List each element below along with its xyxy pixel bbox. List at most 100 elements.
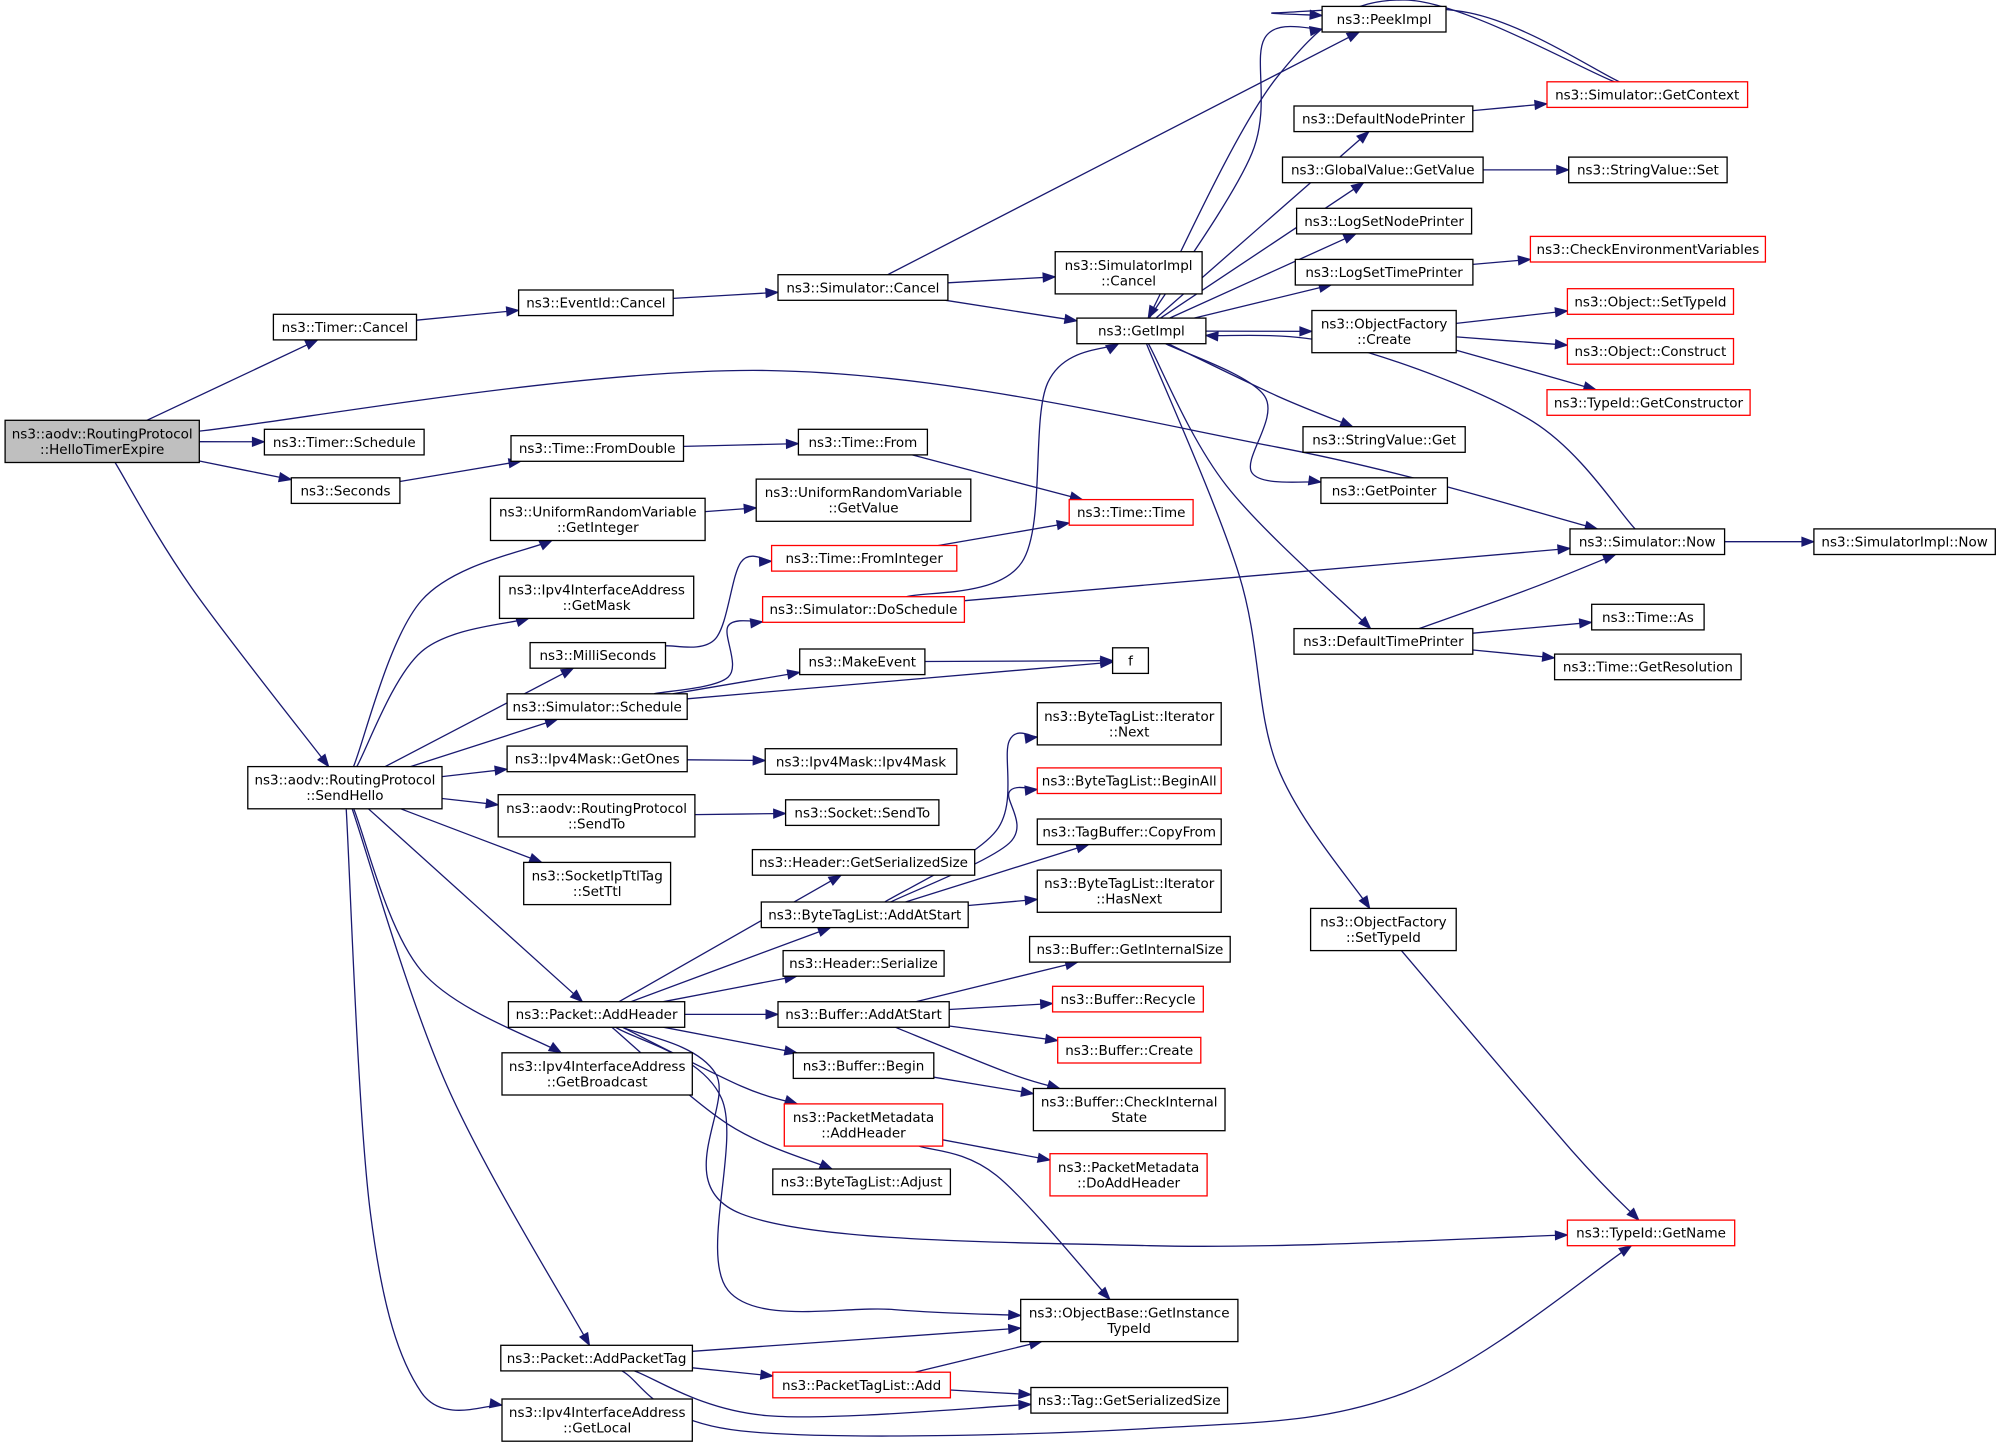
node-ipv4ia-getbroadcast[interactable]: ns3::Ipv4InterfaceAddress::GetBroadcast xyxy=(501,1052,693,1096)
node-box xyxy=(263,428,425,456)
call-edge-sendhello-to-ipv4ia_getmask xyxy=(356,617,529,767)
node-defaulttimeprinter[interactable]: ns3::DefaultTimePrinter xyxy=(1293,627,1474,655)
node-box xyxy=(1036,702,1222,746)
node-packet-addpackettag[interactable]: ns3::Packet::AddPacketTag xyxy=(500,1344,694,1372)
node-buffer-begin[interactable]: ns3::Buffer::Begin xyxy=(792,1052,935,1080)
node-label: ns3::Socket::SendTo xyxy=(794,805,930,821)
node-objfactory-create[interactable]: ns3::ObjectFactory::Create xyxy=(1311,309,1457,354)
arrowhead xyxy=(759,1369,775,1380)
node-sim-cancel[interactable]: ns3::Simulator::Cancel xyxy=(777,274,949,301)
node-eventid-cancel[interactable]: ns3::EventId::Cancel xyxy=(517,289,674,317)
node-urv-getinteger[interactable]: ns3::UniformRandomVariable::GetInteger xyxy=(489,497,706,542)
node-box xyxy=(782,949,945,977)
node-object-construct[interactable]: ns3::Object::Construct xyxy=(1566,337,1735,365)
node-btl-addatstart[interactable]: ns3::ByteTagList::AddAtStart xyxy=(760,901,969,929)
node-time-from[interactable]: ns3::Time::From xyxy=(797,428,929,456)
node-getpointer[interactable]: ns3::GetPointer xyxy=(1320,477,1449,505)
node-seconds[interactable]: ns3::Seconds xyxy=(290,477,401,505)
node-buffer-addatstart[interactable]: ns3::Buffer::AddAtStart xyxy=(777,1001,950,1028)
node-timer-schedule[interactable]: ns3::Timer::Schedule xyxy=(263,428,425,456)
node-simimpl-cancel[interactable]: ns3::SimulatorImpl::Cancel xyxy=(1054,251,1203,295)
call-edge-root-to-timer_cancel xyxy=(146,339,319,421)
node-label: ns3::Simulator::GetContext xyxy=(1555,87,1739,103)
node-ipv4mask-getones[interactable]: ns3::Ipv4Mask::GetOnes xyxy=(506,745,688,773)
call-edge-buffer_begin-to-buffer_checkinternalstate xyxy=(933,1076,1034,1095)
node-sendhello[interactable]: ns3::aodv::RoutingProtocol::SendHello xyxy=(247,765,443,810)
node-time-fromdouble[interactable]: ns3::Time::FromDouble xyxy=(510,435,685,462)
node-ptl-add[interactable]: ns3::PacketTagList::Add xyxy=(772,1371,952,1399)
node-buffer-getinternalsize[interactable]: ns3::Buffer::GetInternalSize xyxy=(1028,935,1231,963)
node-packet-addheader[interactable]: ns3::Packet::AddHeader xyxy=(507,1001,686,1028)
node-box xyxy=(501,1398,693,1442)
node-buffer-recycle[interactable]: ns3::Buffer::Recycle xyxy=(1051,985,1204,1013)
node-peekimpl[interactable]: ns3::PeekImpl xyxy=(1321,5,1447,33)
node-typeid-getconstructor[interactable]: ns3::TypeId::GetConstructor xyxy=(1546,389,1751,416)
arrowhead xyxy=(1801,536,1816,547)
node-btl-adjust[interactable]: ns3::ByteTagList::Adjust xyxy=(772,1168,952,1196)
node-stringvalue-get[interactable]: ns3::StringValue::Get xyxy=(1302,426,1466,453)
node-btl-beginall[interactable]: ns3::ByteTagList::BeginAll xyxy=(1036,767,1222,795)
node-box xyxy=(1546,389,1751,416)
call-edge-seconds-to-time_fromdouble xyxy=(399,460,522,483)
node-timer-cancel[interactable]: ns3::Timer::Cancel xyxy=(272,313,418,341)
node-label: ns3::Buffer::GetInternalSize xyxy=(1036,942,1223,958)
node-aodv-sendto[interactable]: ns3::aodv::RoutingProtocol::SendTo xyxy=(497,794,696,838)
node-sockipttl-setttl[interactable]: ns3::SocketIpTtlTag::SetTtl xyxy=(523,861,672,906)
node-box xyxy=(1028,935,1231,963)
node-time-as[interactable]: ns3::Time::As xyxy=(1591,603,1705,631)
node-milliseconds[interactable]: ns3::MilliSeconds xyxy=(529,641,667,669)
node-header-serialize[interactable]: ns3::Header::Serialize xyxy=(782,949,945,977)
node-pm-addheader[interactable]: ns3::PacketMetadata::AddHeader xyxy=(783,1103,944,1147)
node-time-frominteger[interactable]: ns3::Time::FromInteger xyxy=(770,544,958,572)
node-label: ns3::PeekImpl xyxy=(1337,12,1432,28)
node-object-settypeid[interactable]: ns3::Object::SetTypeId xyxy=(1566,288,1735,315)
node-btli-next[interactable]: ns3::ByteTagList::Iterator::Next xyxy=(1036,702,1222,746)
node-tag-getserializedsize[interactable]: ns3::Tag::GetSerializedSize xyxy=(1030,1386,1229,1414)
node-sim-now[interactable]: ns3::Simulator::Now xyxy=(1569,528,1726,556)
node-typeid-getname[interactable]: ns3::TypeId::GetName xyxy=(1566,1219,1736,1247)
node-buffer-create[interactable]: ns3::Buffer::Create xyxy=(1057,1036,1202,1064)
node-root[interactable]: ns3::aodv::RoutingProtocol::HelloTimerEx… xyxy=(4,419,200,464)
node-ipv4ia-getlocal[interactable]: ns3::Ipv4InterfaceAddress::GetLocal xyxy=(501,1398,693,1442)
node-globalvalue-getvalue[interactable]: ns3::GlobalValue::GetValue xyxy=(1281,156,1484,184)
node-ipv4mask-ctor[interactable]: ns3::Ipv4Mask::Ipv4Mask xyxy=(764,748,958,775)
node-label: ns3::ObjectFactory xyxy=(1321,317,1448,333)
node-sim-schedule[interactable]: ns3::Simulator::Schedule xyxy=(506,693,688,721)
node-checkenvvars[interactable]: ns3::CheckEnvironmentVariables xyxy=(1529,235,1767,263)
arrowhead xyxy=(1618,1244,1633,1257)
call-edge-buffer_addatstart-to-buffer_getinternalsize xyxy=(915,961,1078,1003)
arrowhead xyxy=(743,503,758,515)
arrowhead xyxy=(1534,99,1549,111)
node-socket-sendto[interactable]: ns3::Socket::SendTo xyxy=(784,799,940,827)
node-time-getresolution[interactable]: ns3::Time::GetResolution xyxy=(1553,653,1742,681)
node-getimpl[interactable]: ns3::GetImpl xyxy=(1076,317,1207,345)
node-sim-doschedule[interactable]: ns3::Simulator::DoSchedule xyxy=(761,596,966,623)
arrowhead xyxy=(1517,255,1532,266)
node-logsettimeprinter[interactable]: ns3::LogSetTimePrinter xyxy=(1294,258,1474,286)
node-f[interactable]: f xyxy=(1111,647,1150,675)
node-urv-getvalue[interactable]: ns3::UniformRandomVariable::GetValue xyxy=(755,478,972,522)
node-time-time[interactable]: ns3::Time::Time xyxy=(1068,498,1194,526)
node-tagbuffer-copyfrom[interactable]: ns3::TagBuffer::CopyFrom xyxy=(1036,818,1222,846)
node-label: ns3::Simulator::DoSchedule xyxy=(770,602,958,618)
node-pm-doaddheader[interactable]: ns3::PacketMetadata::DoAddHeader xyxy=(1049,1153,1208,1197)
arrowhead xyxy=(1147,304,1159,320)
node-makeevent[interactable]: ns3::MakeEvent xyxy=(799,648,926,676)
node-sim-getcontext[interactable]: ns3::Simulator::GetContext xyxy=(1546,81,1749,109)
node-defaultnodeprinter[interactable]: ns3::DefaultNodePrinter xyxy=(1293,105,1474,133)
call-edge-sim_doschedule-to-getimpl xyxy=(906,343,1119,598)
call-edge-buffer_addatstart-to-buffer_checkinternalstate xyxy=(894,1026,1060,1090)
node-stringvalue-set[interactable]: ns3::StringValue::Set xyxy=(1568,156,1728,184)
node-label: ns3::Tag::GetSerializedSize xyxy=(1038,1393,1221,1409)
node-btli-hasnext[interactable]: ns3::ByteTagList::Iterator::HasNext xyxy=(1036,869,1222,913)
node-header-getserializedsize[interactable]: ns3::Header::GetSerializedSize xyxy=(751,848,976,876)
node-objfactory-settypeid[interactable]: ns3::ObjectFactory::SetTypeId xyxy=(1309,907,1457,952)
node-label: ::SendHello xyxy=(306,788,383,804)
node-simimpl-now[interactable]: ns3::SimulatorImpl::Now xyxy=(1813,528,1996,556)
node-logsetnodeprinter[interactable]: ns3::LogSetNodePrinter xyxy=(1295,207,1473,235)
node-box xyxy=(4,419,200,464)
nodes-layer: ns3::aodv::RoutingProtocol::HelloTimerEx… xyxy=(4,5,1996,1442)
node-ipv4ia-getmask[interactable]: ns3::Ipv4InterfaceAddress::GetMask xyxy=(498,575,695,620)
